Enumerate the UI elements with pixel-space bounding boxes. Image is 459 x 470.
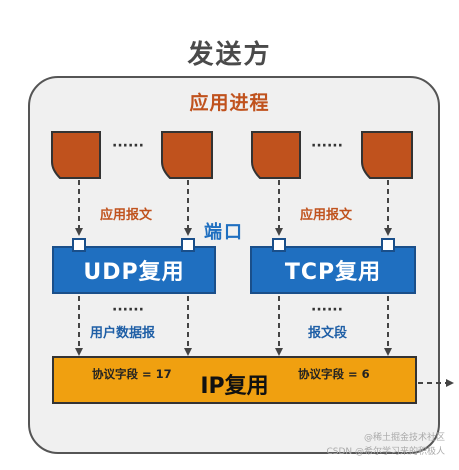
mux-dots-right: ······ — [311, 302, 343, 318]
watermark-bottom: CSDN @希尔学习来的积极人 — [326, 447, 445, 457]
tcp-mux-box: TCP复用 — [250, 246, 416, 294]
process-icon-2 — [161, 131, 213, 179]
watermark-top: @稀土掘金技术社区 — [363, 433, 445, 443]
app-message-right: 应用报文 — [300, 208, 353, 223]
udp-mux-box: UDP复用 — [52, 246, 216, 294]
mux-dots-left: ······ — [112, 302, 144, 318]
protocol-field-udp: 协议字段 = 17 — [92, 367, 172, 381]
process-icon-4 — [361, 131, 413, 179]
ip-mux-label: IP复用 — [200, 374, 269, 399]
udp-datagram-label: 用户数据报 — [90, 326, 156, 341]
protocol-field-tcp: 协议字段 = 6 — [298, 367, 370, 381]
process-dots-right: ······ — [311, 138, 343, 154]
sender-title: 发送方 — [187, 40, 272, 70]
port-square — [381, 238, 395, 252]
port-square — [181, 238, 195, 252]
port-square — [72, 238, 86, 252]
process-icon-3 — [251, 131, 301, 179]
port-square — [272, 238, 286, 252]
process-icon-1 — [51, 131, 101, 179]
tcp-segment-label: 报文段 — [308, 326, 348, 341]
app-message-left: 应用报文 — [100, 208, 153, 223]
process-dots-left: ······ — [112, 138, 144, 154]
process-label: 应用进程 — [189, 92, 270, 114]
port-label: 端口 — [204, 222, 244, 243]
ip-mux-box — [52, 356, 417, 404]
